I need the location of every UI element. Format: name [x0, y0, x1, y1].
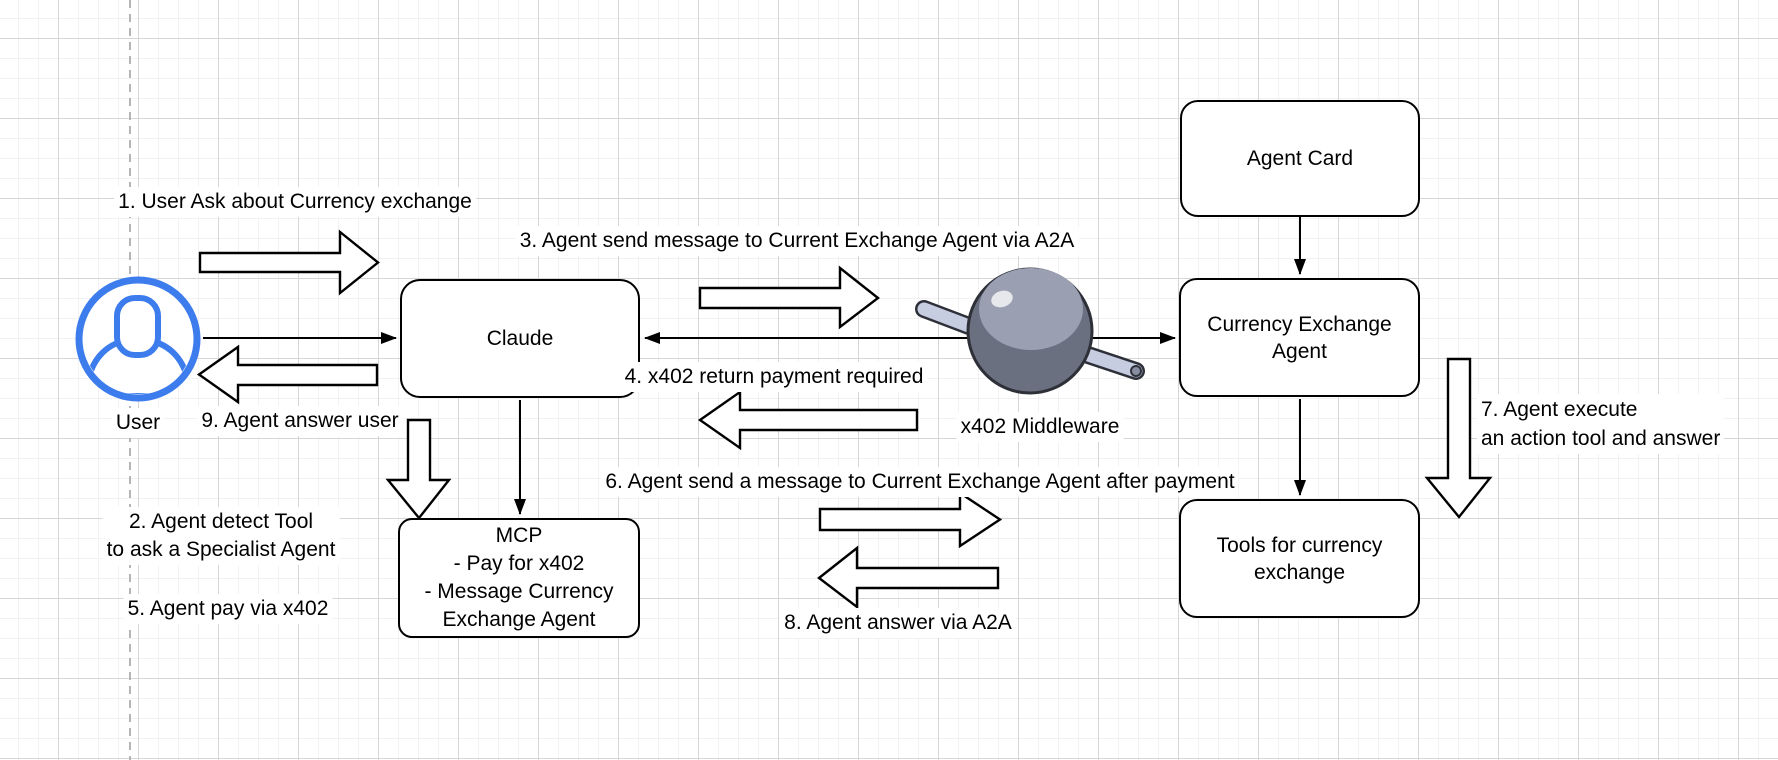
node-claude-label: Claude [486, 327, 554, 350]
node-agent-card-label: Agent Card [1246, 147, 1354, 170]
node-tools-for-currency-exchange[interactable]: Tools for currency exchange [1179, 499, 1420, 618]
block-arrow-step2-down[interactable] [385, 418, 452, 520]
node-mcp-line-pay: - Pay for x402 [453, 552, 585, 575]
node-mcp-line-agent: Exchange Agent [442, 608, 596, 631]
step-label-2: 2. Agent detect Tool to ask a Specialist… [102, 507, 340, 565]
node-currency-exchange-agent-label: Currency Exchange Agent [1207, 312, 1392, 363]
block-arrow-step4-left[interactable] [697, 389, 919, 451]
step-label-7: 7. Agent execute an action tool and answ… [1477, 394, 1725, 454]
block-arrow-step1-right[interactable] [198, 229, 380, 296]
x402-middleware-sphere[interactable] [915, 267, 1145, 395]
step-label-2-line2: to ask a Specialist Agent [106, 538, 336, 561]
node-claude[interactable]: Claude [400, 279, 640, 398]
node-tools-label: Tools for currency exchange [1216, 533, 1383, 584]
middleware-label: x402 Middleware [956, 412, 1124, 442]
block-arrow-step9-left[interactable] [196, 344, 379, 405]
step-label-2-line1: 2. Agent detect Tool [128, 510, 314, 533]
node-mcp-line-message: - Message Currency [424, 580, 614, 603]
block-arrow-step3-right[interactable] [698, 265, 880, 330]
node-agent-card[interactable]: Agent Card [1180, 100, 1420, 217]
node-mcp-title: MCP [495, 524, 543, 547]
step-label-7-line2: an action tool and answer [1481, 427, 1721, 450]
step-label-4: 4. x402 return payment required [620, 362, 928, 392]
node-mcp[interactable]: MCP - Pay for x402 - Message Currency Ex… [398, 518, 640, 638]
step-label-8: 8. Agent answer via A2A [780, 608, 1016, 638]
user-icon[interactable] [75, 276, 201, 402]
step-label-3: 3. Agent send message to Current Exchang… [515, 226, 1079, 256]
step-label-5: 5. Agent pay via x402 [123, 594, 333, 624]
step-label-9: 9. Agent answer user [197, 406, 403, 436]
block-arrow-step8-left[interactable] [817, 545, 1000, 610]
block-arrow-step7-down[interactable] [1424, 357, 1493, 519]
step-label-6: 6. Agent send a message to Current Excha… [601, 467, 1239, 497]
step-label-7-line1: 7. Agent execute [1481, 398, 1638, 421]
node-currency-exchange-agent[interactable]: Currency Exchange Agent [1179, 278, 1420, 397]
step-label-1: 1. User Ask about Currency exchange [114, 187, 476, 217]
block-arrow-step6-right[interactable] [818, 490, 1003, 549]
user-node-label: User [111, 408, 165, 438]
